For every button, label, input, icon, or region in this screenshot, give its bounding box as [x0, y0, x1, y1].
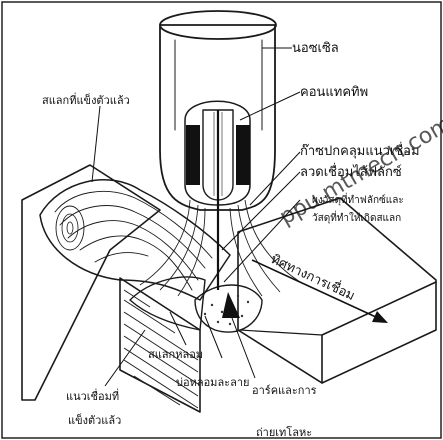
- label-shielding-gas: ก๊าซปกคลุมแนวเชื่อม: [300, 142, 420, 159]
- label-flux-powder-line2: วัสดุที่ทำให้เกิดสแลก: [312, 210, 401, 224]
- label-contact-tip: คอนแทคทิพ: [300, 85, 368, 100]
- label-flux-powder-line1: ผงวัสดุที่ทำฟลักซ์และ: [312, 192, 404, 206]
- label-solidified-weld-line1: แนวเชื่อมที่: [66, 388, 119, 403]
- label-nozzle: นอซเซิล: [292, 41, 339, 56]
- label-molten-slag: สแลกหลอม: [148, 348, 203, 361]
- label-molten-pool: บ่อหลอมละลาย: [176, 376, 249, 389]
- label-arc-transfer-line1: อาร์คและการ: [252, 384, 317, 397]
- label-flux-cored-wire: ลวดเชื่อมไส้ฟลักซ์: [300, 163, 402, 180]
- label-arc-transfer-line2: ถ่ายเทโลหะ: [256, 425, 312, 439]
- label-solidified-weld-line2: แข็งตัวแล้ว: [68, 413, 121, 427]
- label-solidified-slag: สแลกที่แข็งตัวแล้ว: [42, 92, 130, 107]
